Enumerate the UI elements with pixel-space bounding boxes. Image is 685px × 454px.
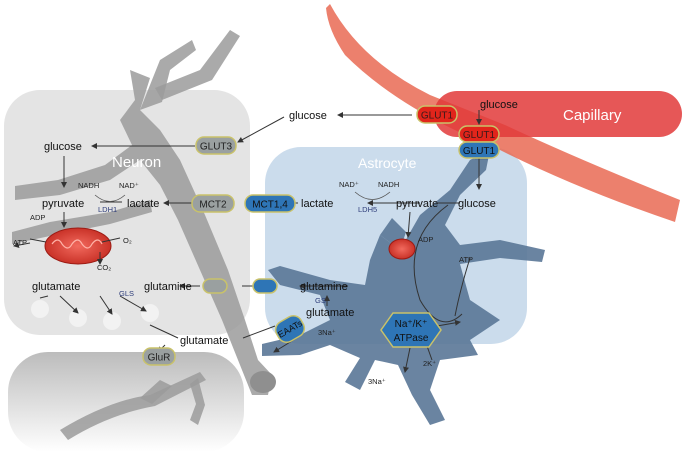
na3-pump-label: 3Na⁺ xyxy=(368,377,386,386)
capillary-lumen xyxy=(434,91,682,137)
glut3-label: GLUT3 xyxy=(200,142,233,153)
capillary-title: Capillary xyxy=(563,107,622,124)
co2-neuron-label: CO₂ xyxy=(97,263,111,272)
postsynaptic-dendrite xyxy=(60,372,206,440)
synaptic-vesicle xyxy=(69,309,87,327)
mct14-transporter xyxy=(244,194,296,213)
capillary-vessel xyxy=(326,4,680,222)
neuron-dendrite xyxy=(140,40,196,110)
glut1-capillary-label: GLUT1 xyxy=(421,111,454,122)
astrocyte-cell-body xyxy=(262,150,545,425)
neuron-dendrite xyxy=(12,200,152,244)
axon-terminal xyxy=(250,371,276,393)
glucose-capillary-label: glucose xyxy=(480,99,518,111)
gs-label: GS xyxy=(315,296,326,305)
glur-label: GluR xyxy=(148,353,171,364)
glutamine-astrocyte-label: glutamine xyxy=(300,281,348,293)
cofactor-labels: NADH NAD⁺ NAD⁺ NADH ADP ATP O₂ CO₂ ADP A… xyxy=(13,180,473,386)
glucose-extracellular-label: glucose xyxy=(289,110,327,122)
glutamine-transporter-neuron xyxy=(202,278,228,294)
atp-neuron-label: ATP xyxy=(13,238,27,247)
gls-label: GLS xyxy=(119,289,134,298)
glut3-transporter xyxy=(195,136,237,155)
lactate-extracellular-label: lactate xyxy=(301,198,333,210)
pathway-arrows xyxy=(13,110,482,373)
metabolite-labels: glucose glucose glucose glucose pyruvate… xyxy=(32,99,518,347)
nak-atpase-label-line1: Na⁺/K⁺ xyxy=(395,319,428,330)
glutamate-synapse-label: glutamate xyxy=(180,335,228,347)
mitochondrion-cristae xyxy=(51,239,103,249)
redox-curves xyxy=(94,191,391,202)
mct2-label: MCT2 xyxy=(199,200,227,211)
o2-neuron-label: O₂ xyxy=(123,236,132,245)
neuron-dendrite xyxy=(155,30,240,100)
nad-neuron-label: NAD⁺ xyxy=(119,181,139,190)
pyruvate-neuron-label: pyruvate xyxy=(42,198,84,210)
glutamate-astrocyte-label: glutamate xyxy=(306,307,354,319)
glut1-lower-transporter xyxy=(458,141,500,159)
glut1-lower-label: GLUT1 xyxy=(463,146,496,157)
k2-pump-label: 2K⁺ xyxy=(423,359,436,368)
ldh1-label: LDH1 xyxy=(98,205,117,214)
mct2-transporter xyxy=(191,194,235,213)
glutamate-neuron-label: glutamate xyxy=(32,281,80,293)
glutamine-transporter-astrocyte xyxy=(252,278,278,294)
pyruvate-astrocyte-label: pyruvate xyxy=(396,198,438,210)
glutamine-neuron-label: glutamine xyxy=(144,281,192,293)
glut1-upper-label: GLUT1 xyxy=(463,130,496,141)
nadh-neuron-label: NADH xyxy=(78,181,99,190)
glucose-neuron-label: glucose xyxy=(44,141,82,153)
synaptic-vesicle xyxy=(141,304,159,322)
postsynaptic-dendrite xyxy=(190,378,205,425)
astrocyte-mitochondrion xyxy=(388,238,416,260)
nadh-astrocyte-label: NADH xyxy=(378,180,399,189)
ldh5-label: LDH5 xyxy=(358,205,377,214)
neuron-cell-body xyxy=(15,70,272,395)
synaptic-vesicle xyxy=(31,300,49,318)
adp-astrocyte-label: ADP xyxy=(418,235,433,244)
synaptic-vesicle xyxy=(103,312,121,330)
glut1-capillary-transporter xyxy=(416,105,458,124)
glucose-astrocyte-label: glucose xyxy=(458,198,496,210)
neuron-mitochondrion xyxy=(44,227,112,265)
mct14-label: MCT1,4 xyxy=(252,200,288,211)
na3-eaat-label: 3Na⁺ xyxy=(318,328,336,337)
atp-astrocyte-label: ATP xyxy=(459,255,473,264)
transporters: GLUT1 GLUT1 GLUT1 GLUT3 MCT2 MCT1,4 EAAT… xyxy=(142,105,500,366)
adp-neuron-label: ADP xyxy=(30,213,45,222)
astrocyte-title: Astrocyte xyxy=(358,155,417,171)
eaats-transporter xyxy=(274,315,306,343)
postsynaptic-dendrite xyxy=(140,380,172,404)
nak-atpase-pump xyxy=(380,312,442,348)
nad-astrocyte-label: NAD⁺ xyxy=(339,180,359,189)
lactate-neuron-label: lactate xyxy=(127,198,159,210)
glur-receptor xyxy=(142,347,176,366)
nak-atpase-label-line2: ATPase xyxy=(394,333,429,344)
enzyme-labels: LDH1 LDH5 GLS GS xyxy=(98,205,377,305)
neuron-title: Neuron xyxy=(112,154,161,171)
